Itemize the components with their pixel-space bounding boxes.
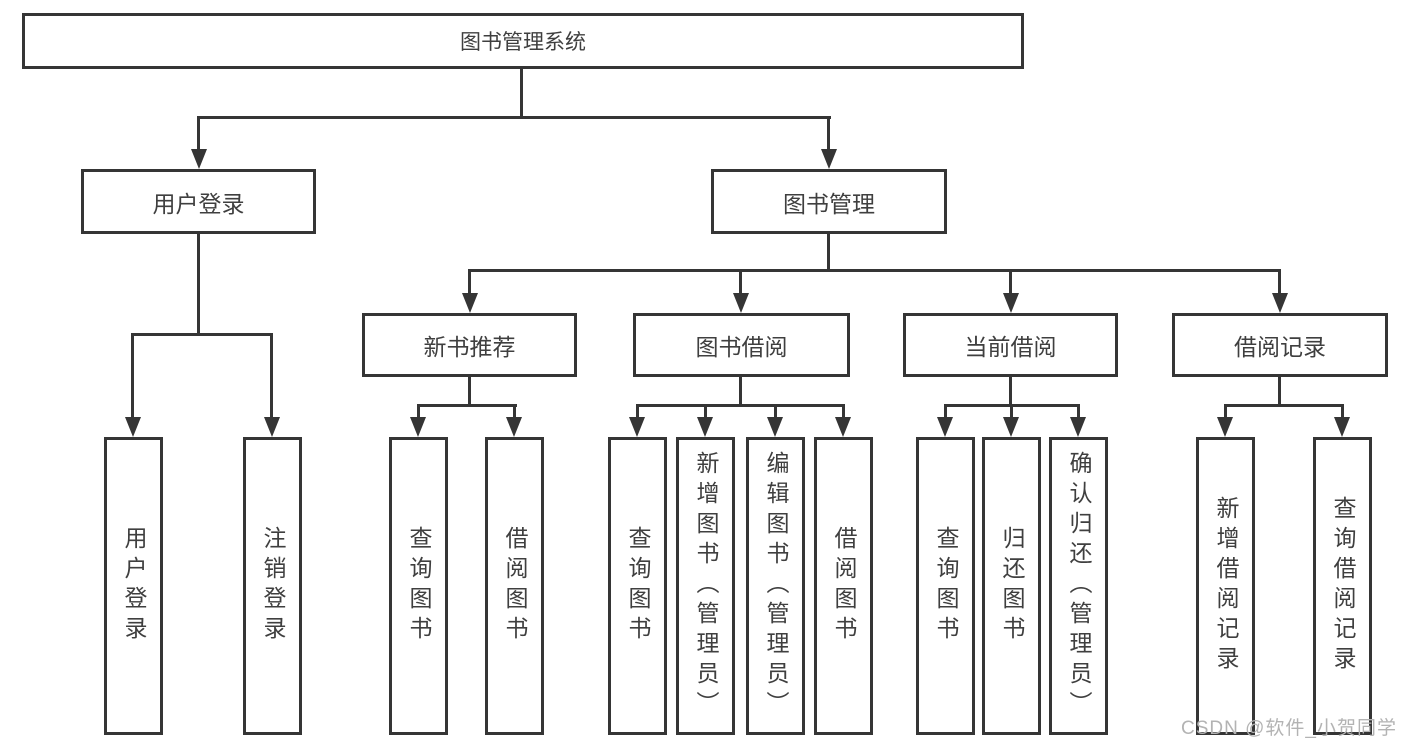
connector-drop [1010, 404, 1013, 419]
connector-drop [704, 404, 707, 419]
node-label: 图书借阅 [695, 334, 788, 360]
leaf-label: 查询图书 [933, 526, 959, 646]
arrow-down-icon [733, 293, 749, 313]
arrow-down-icon [1272, 293, 1288, 313]
arrow-down-icon [1217, 417, 1233, 437]
connector-group-stem [1009, 377, 1012, 407]
connector-drop [270, 333, 273, 419]
connector-book-mgmt-stem [827, 234, 830, 272]
connector-root-stem [520, 69, 523, 118]
connector-user-login-drop [197, 116, 200, 150]
connector-group-rail [417, 404, 517, 407]
connector-level3-rail [468, 269, 1281, 272]
csdn-watermark: CSDN @软件_小贺同学 [1181, 718, 1397, 739]
connector-drop [513, 404, 516, 419]
node-new-book-recommend: 新书推荐 [362, 313, 577, 377]
leaf-add-books-admin: 新增图书（管理员） [676, 437, 735, 735]
connector-group-rail [636, 404, 845, 407]
connector-drop [1341, 404, 1344, 419]
connector-drop [468, 269, 471, 295]
arrow-down-icon [697, 417, 713, 437]
connector-drop [944, 404, 947, 419]
leaf-borrow-books-recommend: 借阅图书 [485, 437, 544, 735]
leaf-label: 新增借阅记录 [1213, 496, 1239, 676]
leaf-label: 查询借阅记录 [1330, 496, 1356, 676]
connector-drop [739, 269, 742, 295]
arrow-down-icon [410, 417, 426, 437]
node-borrow-records: 借阅记录 [1172, 313, 1388, 377]
leaf-label: 归还图书 [999, 526, 1025, 646]
node-current-borrow: 当前借阅 [903, 313, 1118, 377]
connector-book-mgmt-drop [827, 116, 830, 150]
arrow-down-icon [937, 417, 953, 437]
connector-drop [417, 404, 420, 419]
leaf-label: 用户登录 [121, 526, 147, 646]
connector-level2-rail [197, 116, 831, 119]
leaf-query-books-recommend: 查询图书 [389, 437, 448, 735]
connector-group-stem [468, 377, 471, 407]
leaf-edit-books-admin: 编辑图书（管理员） [746, 437, 805, 735]
connector-drop [1077, 404, 1080, 419]
connector-user-login-stem [197, 234, 200, 336]
leaf-label: 借阅图书 [831, 526, 857, 646]
connector-user-login-rail [131, 333, 273, 336]
arrow-down-icon [191, 149, 207, 169]
leaf-label: 编辑图书（管理员） [763, 451, 789, 721]
arrow-down-icon [1003, 417, 1019, 437]
leaf-query-books-current: 查询图书 [916, 437, 975, 735]
arrow-down-icon [629, 417, 645, 437]
arrow-down-icon [821, 149, 837, 169]
leaf-label: 查询图书 [625, 526, 651, 646]
node-label: 用户登录 [152, 190, 245, 217]
connector-drop [1224, 404, 1227, 419]
node-label: 图书管理 [783, 190, 875, 217]
leaf-label: 查询图书 [406, 526, 432, 646]
leaf-label: 借阅图书 [502, 526, 528, 646]
connector-group-stem [739, 377, 742, 407]
connector-drop [1278, 269, 1281, 295]
node-book-borrow: 图书借阅 [633, 313, 850, 377]
node-library-system: 图书管理系统 [22, 13, 1024, 69]
arrow-down-icon [125, 417, 141, 437]
leaf-borrow-books: 借阅图书 [814, 437, 873, 735]
leaf-confirm-return-admin: 确认归还（管理员） [1049, 437, 1108, 735]
node-label: 图书管理系统 [460, 31, 586, 54]
leaf-query-books-borrow: 查询图书 [608, 437, 667, 735]
leaf-label: 注销登录 [260, 526, 286, 646]
leaf-label: 新增图书（管理员） [693, 451, 719, 721]
arrow-down-icon [835, 417, 851, 437]
leaf-user-login: 用户登录 [104, 437, 163, 735]
node-book-management: 图书管理 [711, 169, 947, 234]
connector-drop [842, 404, 845, 419]
connector-group-stem [1278, 377, 1281, 407]
node-label: 借阅记录 [1234, 334, 1326, 360]
arrow-down-icon [1003, 293, 1019, 313]
arrow-down-icon [506, 417, 522, 437]
leaf-logout: 注销登录 [243, 437, 302, 735]
connector-drop [636, 404, 639, 419]
arrow-down-icon [1070, 417, 1086, 437]
node-user-login: 用户登录 [81, 169, 316, 234]
arrow-down-icon [462, 293, 478, 313]
arrow-down-icon [1334, 417, 1350, 437]
connector-drop [1009, 269, 1012, 295]
node-label: 新书推荐 [423, 334, 516, 360]
connector-drop [774, 404, 777, 419]
leaf-label: 确认归还（管理员） [1066, 451, 1092, 721]
arrow-down-icon [264, 417, 280, 437]
leaf-add-borrow-record: 新增借阅记录 [1196, 437, 1255, 735]
arrow-down-icon [767, 417, 783, 437]
node-label: 当前借阅 [964, 334, 1057, 360]
leaf-return-books: 归还图书 [982, 437, 1041, 735]
leaf-query-borrow-record: 查询借阅记录 [1313, 437, 1372, 735]
connector-drop [131, 333, 134, 419]
connector-group-rail [1224, 404, 1344, 407]
